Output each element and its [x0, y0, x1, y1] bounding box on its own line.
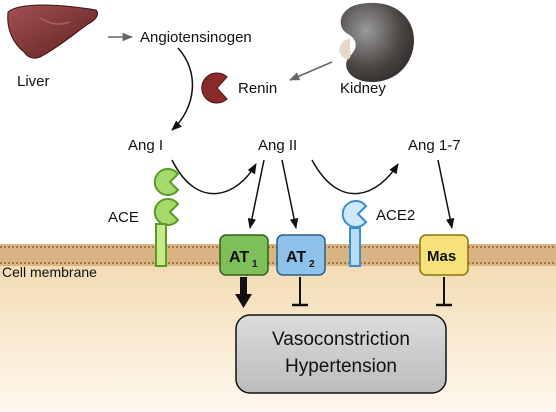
outcome-box: Vasoconstriction Hypertension	[235, 314, 447, 394]
ang2-to-at1-arrow	[247, 159, 265, 230]
mas-inhibits-bar	[436, 277, 452, 307]
at2-subscript: 2	[309, 259, 315, 270]
at2-label: AT	[286, 249, 306, 266]
liver-label: Liver	[17, 73, 50, 90]
ang17-label: Ang 1-7	[408, 137, 461, 154]
angiotensinogen-to-ang1-arrow	[171, 47, 194, 131]
kidney-icon	[339, 2, 414, 82]
at1-stimulates-arrow	[235, 277, 252, 308]
kidney-to-renin-arrow	[289, 61, 333, 81]
liver-icon	[7, 4, 99, 59]
outcome-line2: Hypertension	[285, 356, 397, 377]
ace-enzyme-icon	[153, 168, 180, 267]
at1-subscript: 1	[252, 259, 258, 270]
at1-receptor: AT 1	[219, 234, 269, 276]
ace2-label: ACE2	[376, 207, 415, 224]
kidney-label: Kidney	[340, 80, 386, 97]
at2-inhibits-bar	[292, 277, 308, 307]
mas-receptor: Mas	[419, 234, 469, 276]
outcome-line1: Vasoconstriction	[272, 329, 410, 350]
ace2-enzyme-icon	[341, 200, 368, 267]
cell-membrane-label: Cell membrane	[2, 264, 97, 280]
renin-label: Renin	[238, 80, 277, 97]
mas-label: Mas	[427, 248, 456, 265]
ang1-label: Ang I	[128, 137, 163, 154]
at2-receptor: AT 2	[276, 234, 326, 276]
ace-label: ACE	[108, 209, 139, 226]
ang2-to-ang17-arrow	[311, 159, 399, 195]
ang17-to-mas-arrow	[437, 159, 455, 230]
ang2-to-at2-arrow	[281, 159, 299, 230]
ang2-label: Ang II	[258, 137, 297, 154]
renin-icon	[201, 72, 228, 104]
angiotensinogen-label: Angiotensinogen	[140, 29, 252, 46]
at1-label: AT	[229, 249, 249, 266]
ang1-to-ang2-arrow	[171, 159, 257, 195]
